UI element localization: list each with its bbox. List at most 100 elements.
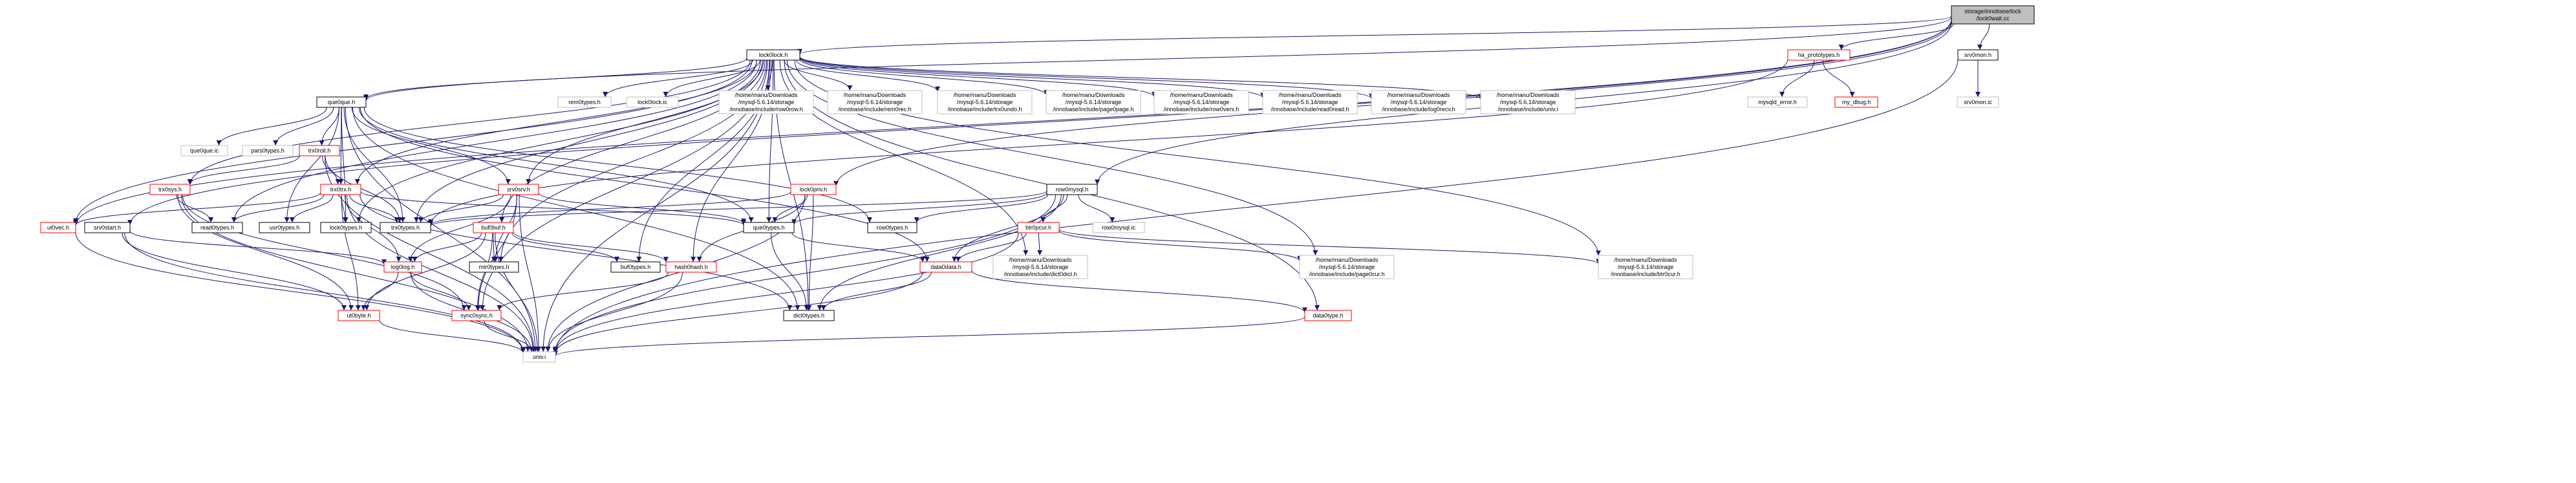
edge-lock0lock_h-to-trx0sys_h: [188, 59, 751, 186]
node-label: hash0hash.h: [674, 264, 708, 270]
node-label: /lock0wait.cc: [1976, 16, 2010, 22]
node-trx0undo-h[interactable]: /home/manu/Downloads/mysql-5.6.14/storag…: [937, 90, 1033, 114]
node-log0log-h[interactable]: log0log.h: [383, 261, 422, 273]
node-label: usr0types.h: [270, 224, 300, 231]
edge-lock0priv_h-to-dict0types_h: [806, 194, 814, 311]
node-row0types-h[interactable]: row0types.h: [867, 222, 918, 233]
node-pars0types-h[interactable]: pars0types.h: [242, 145, 294, 156]
node-dict0dict-h[interactable]: /home/manu/Downloads/mysql-5.6.14/storag…: [993, 255, 1088, 279]
node-rem0types-h[interactable]: rem0types.h: [557, 96, 612, 108]
node-my-dbug-h[interactable]: my_dbug.h: [1834, 96, 1878, 108]
node-box: [743, 222, 795, 233]
node-data0data-h[interactable]: data0data.h: [919, 261, 972, 273]
node-lock0lock-h[interactable]: lock0lock.h: [746, 49, 800, 61]
node-que0que-h[interactable]: que0que.h: [316, 96, 367, 108]
edge-trx0sys_h-to-ut0byte_h: [177, 194, 354, 311]
node-lock0types-h[interactable]: lock0types.h: [320, 222, 372, 233]
node-box: [383, 261, 422, 273]
edge-row0mysql_h-to-dict0types_h: [817, 194, 1062, 311]
node-box: [993, 255, 1088, 279]
node-ut0byte-h[interactable]: ut0byte.h: [338, 310, 380, 321]
node-label: /innobase/include/log0recv.h: [1382, 106, 1455, 113]
node-log0recv-h[interactable]: /home/manu/Downloads/mysql-5.6.14/storag…: [1371, 90, 1466, 114]
node-trx0sys-h[interactable]: trx0sys.h: [149, 184, 191, 195]
edge-trx0roll_h-to-trx0sys_h: [187, 155, 300, 185]
node-label: /mysql-5.6.14/storage: [1013, 264, 1069, 270]
edge-ha_prototypes_h-to-trx0types_h: [428, 58, 1788, 225]
edge-que0que_h-to-dict0types_h: [352, 107, 800, 311]
node-univ-i[interactable]: univ.i: [522, 351, 556, 363]
node-mtr0types-h[interactable]: mtr0types.h: [469, 261, 519, 273]
node-btr0cur-h[interactable]: /home/manu/Downloads/mysql-5.6.14/storag…: [1598, 255, 1693, 279]
node-label: univ.i: [533, 354, 546, 360]
node-row0mysql-ic[interactable]: row0mysql.ic: [1092, 222, 1145, 233]
node-label: /innobase/include/page0cur.h: [1309, 271, 1384, 277]
node-box: [380, 222, 431, 233]
node-trx0types-h[interactable]: trx0types.h: [380, 222, 431, 233]
node-lock0priv-h[interactable]: lock0priv.h: [790, 184, 837, 195]
node-mysqld-error-h[interactable]: mysqld_error.h: [1747, 96, 1808, 108]
node-box: [242, 145, 294, 156]
node-box: [84, 222, 131, 233]
node-root[interactable]: storage/innobase/lock/lock0wait.cc: [1951, 5, 2035, 25]
node-label: /mysql-5.6.14/storage: [957, 99, 1013, 105]
node-usr0types-h[interactable]: usr0types.h: [259, 222, 310, 233]
node-row0row-h[interactable]: /home/manu/Downloads/mysql-5.6.14/storag…: [718, 90, 814, 114]
node-trx0roll-h[interactable]: trx0roll.h: [299, 145, 340, 156]
node-label: /innobase/include/btr0cur.h: [1611, 271, 1680, 277]
edge-root-to-srv0start_h: [127, 19, 1952, 226]
node-read0types-h[interactable]: read0types.h: [191, 222, 243, 233]
node-btr0pcur-h[interactable]: btr0pcur.h: [1017, 222, 1060, 233]
node-label: /innobase/include/univ.i: [1498, 106, 1558, 113]
node-label: trx0trx.h: [330, 186, 352, 193]
node-label: mtr0types.h: [478, 264, 509, 270]
edge-trx0trx_h-to-dict0types_h: [360, 194, 793, 311]
node-univ-i-path[interactable]: /home/manu/Downloads/mysql-5.6.14/storag…: [1480, 90, 1576, 114]
node-srv0srv-h[interactable]: srv0srv.h: [498, 184, 539, 195]
node-label: rem0types.h: [568, 99, 601, 105]
node-page0cur-h[interactable]: /home/manu/Downloads/mysql-5.6.14/storag…: [1299, 255, 1395, 279]
node-lock0lock-ic[interactable]: lock0lock.ic: [626, 96, 679, 108]
node-read0read-h[interactable]: /home/manu/Downloads/mysql-5.6.14/storag…: [1262, 90, 1358, 114]
node-row0vers-h[interactable]: /home/manu/Downloads/mysql-5.6.14/storag…: [1154, 90, 1249, 114]
node-box: [338, 310, 380, 321]
node-box: [867, 222, 918, 233]
edge-que0que_h-to-pars0types_h: [273, 107, 334, 146]
node-label: /home/manu/Downloads: [1614, 257, 1677, 263]
node-trx0trx-h[interactable]: trx0trx.h: [320, 184, 361, 195]
node-buf0types-h[interactable]: buf0types.h: [610, 261, 661, 273]
edge-que0que_h-to-que0types_h: [358, 107, 754, 223]
edge-srv0start_h-to-univ_i: [124, 232, 526, 352]
node-que0que-ic[interactable]: que0que.ic: [180, 145, 228, 156]
node-box: [522, 351, 556, 363]
node-row0mysql-h[interactable]: row0mysql.h: [1046, 184, 1098, 195]
node-label: /innobase/include/row0row.h: [729, 106, 803, 113]
edge-btr0pcur_h-to-btr0cur_h: [1058, 228, 1601, 264]
node-dict0types-h[interactable]: dict0types.h: [783, 310, 835, 321]
edge-lock0lock_h-to-rem0types_h: [603, 59, 753, 98]
node-que0types-h[interactable]: que0types.h: [743, 222, 795, 233]
node-srv0mon-h[interactable]: srv0mon.h: [1957, 49, 1999, 61]
node-buf0buf-h[interactable]: buf0buf.h: [473, 222, 514, 233]
node-box: [180, 145, 228, 156]
node-data0type-h[interactable]: data0type.h: [1304, 310, 1352, 321]
edge-root-to-srv0mon_h: [1977, 23, 1990, 50]
node-rem0rec-h[interactable]: /home/manu/Downloads/mysql-5.6.14/storag…: [827, 90, 923, 114]
edge-lock0lock_h-to-row0vers_h: [799, 58, 1157, 98]
node-box: [149, 184, 191, 195]
node-srv0mon-ic[interactable]: srv0mon.ic: [1957, 96, 1999, 108]
node-sync0sync-h[interactable]: sync0sync.h: [451, 310, 502, 321]
node-srv0start-h[interactable]: srv0start.h: [84, 222, 131, 233]
edge-ut0byte_h-to-univ_i: [379, 320, 526, 354]
node-ut0vec-h[interactable]: ut0vec.h: [40, 222, 76, 233]
node-label: /home/manu/Downloads: [735, 92, 798, 98]
edge-row0mysql_h-to-row0mysql_ic: [1078, 194, 1115, 223]
node-ha-prototypes-h[interactable]: ha_prototypes.h: [1787, 49, 1851, 61]
node-hash0hash-h[interactable]: hash0hash.h: [665, 261, 717, 273]
edge-ut0vec_h-to-univ_i: [75, 232, 526, 353]
edge-data0data_h-to-dict0types_h: [821, 272, 932, 311]
node-page0page-h[interactable]: /home/manu/Downloads/mysql-5.6.14/storag…: [1046, 90, 1141, 114]
edge-trx0sys_h-to-read0types_h: [176, 194, 214, 223]
node-box: [1834, 96, 1878, 108]
edge-buf0buf_h-to-buf0types_h: [511, 232, 620, 263]
